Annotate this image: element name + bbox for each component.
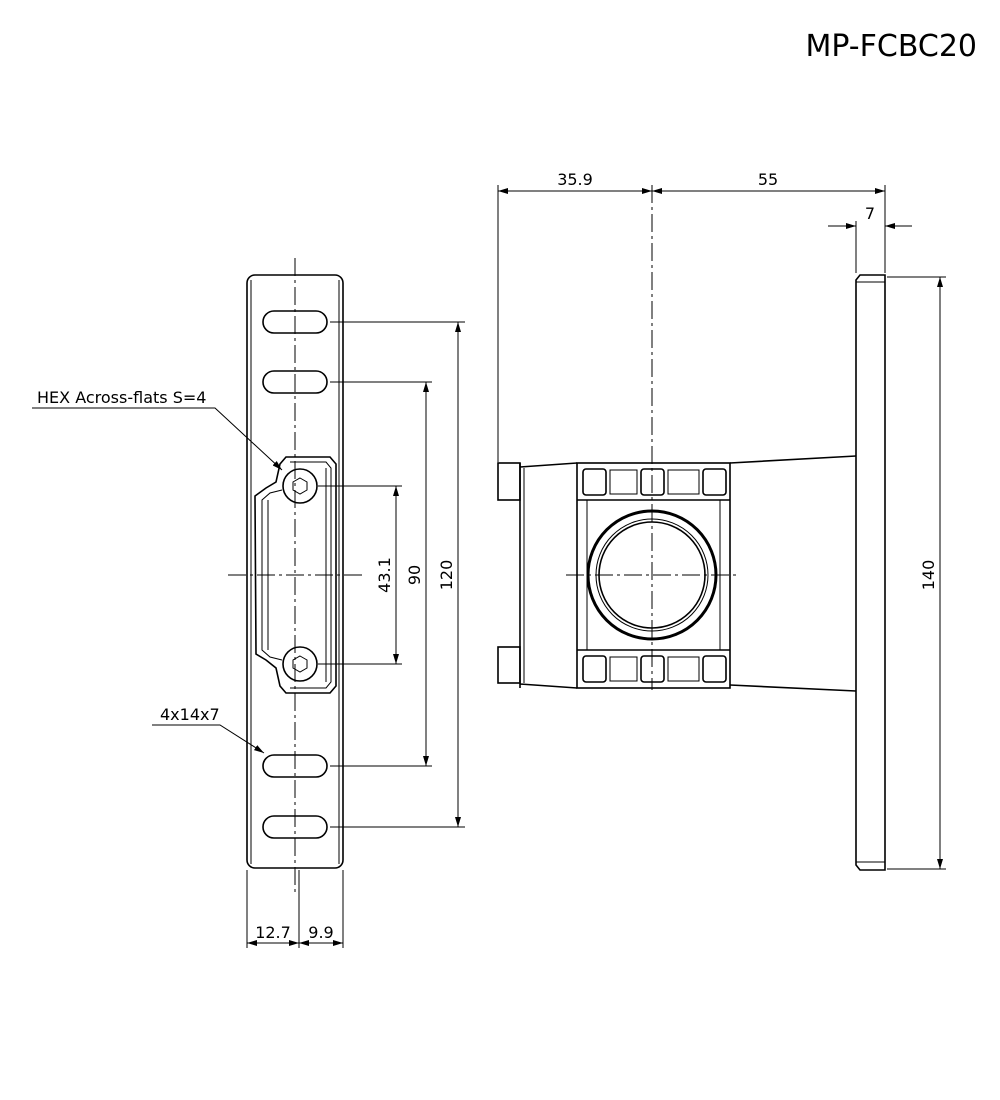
dim-35-9: 35.9 (557, 170, 593, 189)
side-view: 35.9 55 7 140 (497, 170, 946, 871)
top-cells (582, 468, 727, 496)
front-view: HEX Across-flats S=4 4x14x7 120 90 43.1 … (32, 258, 465, 948)
bottom-cells (582, 655, 727, 683)
dim-7: 7 (865, 204, 875, 223)
dim-43-1: 43.1 (375, 557, 394, 593)
dim-55: 55 (758, 170, 778, 189)
dim-140: 140 (919, 560, 938, 591)
flange-plate (855, 274, 886, 871)
dim-120: 120 (437, 560, 456, 591)
dim-12-7: 12.7 (255, 923, 291, 942)
dim-90: 90 (405, 565, 424, 585)
slot-note: 4x14x7 (160, 705, 220, 724)
hex-screw-top (282, 468, 318, 504)
model-title: MP-FCBC20 (805, 29, 977, 64)
pocket (254, 456, 337, 694)
hex-note: HEX Across-flats S=4 (37, 388, 206, 407)
slots (262, 310, 328, 839)
hex-screw-bottom (282, 646, 318, 682)
dim-9-9: 9.9 (308, 923, 333, 942)
